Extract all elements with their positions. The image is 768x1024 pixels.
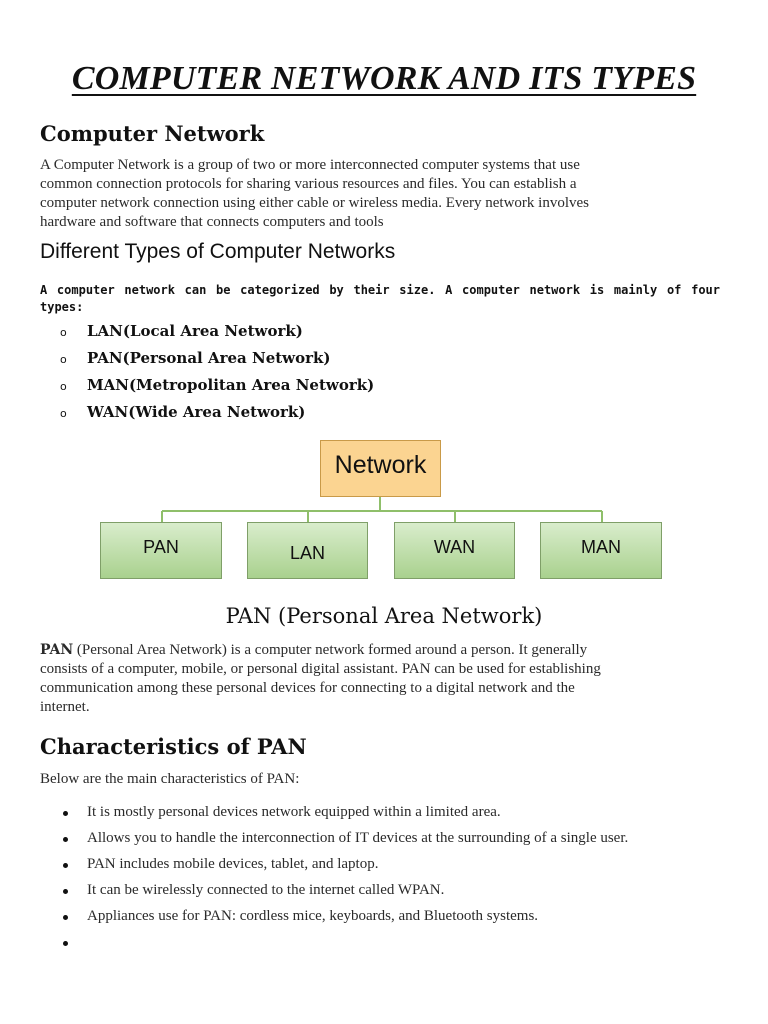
- pan-paragraph: PAN (Personal Area Network) is a compute…: [40, 641, 720, 717]
- paragraph-line: communication among these personal devic…: [40, 680, 575, 696]
- circle-bullet-icon: o: [60, 326, 67, 339]
- bullet-dot-icon: [63, 863, 68, 868]
- diagram-node-man: MAN: [540, 522, 662, 579]
- computer-network-heading: Computer Network: [40, 121, 265, 146]
- network-types-intro: A computer network can be categorized by…: [40, 283, 720, 314]
- paragraph-line: (Personal Area Network) is a computer ne…: [73, 642, 588, 658]
- list-item: PAN includes mobile devices, tablet, and…: [60, 856, 628, 882]
- characteristics-intro: Below are the main characteristics of PA…: [40, 771, 300, 787]
- page-title: COMPUTER NETWORK AND ITS TYPES: [71, 60, 697, 97]
- list-item: Appliances use for PAN: cordless mice, k…: [60, 908, 628, 934]
- circle-bullet-icon: o: [60, 407, 67, 420]
- paragraph-line: consists of a computer, mobile, or perso…: [40, 661, 601, 677]
- list-item: Allows you to handle the interconnection…: [60, 830, 628, 856]
- network-types-heading: Different Types of Computer Networks: [40, 240, 396, 263]
- paragraph-line: common connection protocols for sharing …: [40, 176, 577, 192]
- bullet-dot-icon: [63, 941, 68, 946]
- computer-network-paragraph: A Computer Network is a group of two or …: [40, 156, 690, 232]
- list-item: It can be wirelessly connected to the in…: [60, 882, 628, 908]
- list-item: It is mostly personal devices network eq…: [60, 804, 628, 830]
- bullet-dot-icon: [63, 889, 68, 894]
- circle-bullet-icon: o: [60, 380, 67, 393]
- diagram-node-pan: PAN: [100, 522, 222, 579]
- diagram-node-wan: WAN: [394, 522, 515, 579]
- pan-heading: PAN (Personal Area Network): [225, 604, 543, 628]
- list-item: [60, 934, 628, 960]
- paragraph-line: hardware and software that connects comp…: [40, 214, 384, 230]
- characteristics-list: It is mostly personal devices network eq…: [60, 804, 628, 960]
- bullet-dot-icon: [63, 915, 68, 920]
- diagram-node-network: Network: [320, 440, 441, 497]
- pan-lead-term: PAN: [40, 642, 74, 658]
- diagram-node-lan: LAN: [247, 522, 368, 579]
- paragraph-line: computer network connection using either…: [40, 195, 589, 211]
- paragraph-line: A Computer Network is a group of two or …: [40, 157, 580, 173]
- paragraph-line: internet.: [40, 699, 90, 715]
- bullet-dot-icon: [63, 811, 68, 816]
- circle-bullet-icon: o: [60, 353, 67, 366]
- characteristics-heading: Characteristics of PAN: [40, 734, 307, 759]
- bullet-dot-icon: [63, 837, 68, 842]
